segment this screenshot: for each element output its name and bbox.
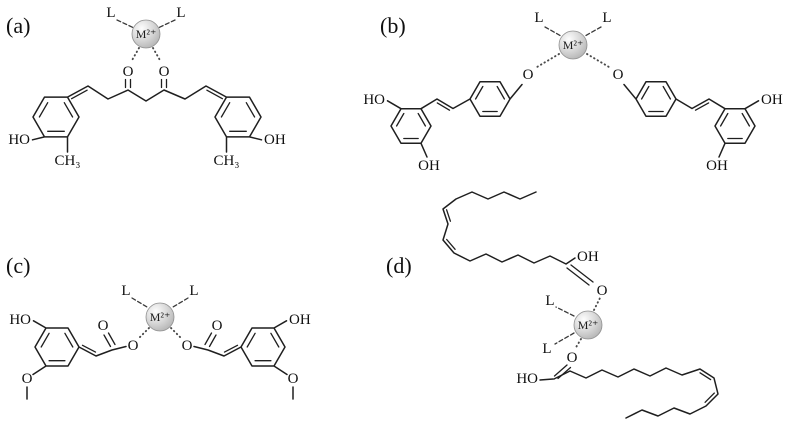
ligand-label: L xyxy=(602,10,611,26)
hydroxyl-label: OH xyxy=(706,158,728,174)
carbonyl-oxygen-label: O xyxy=(567,350,578,366)
panel-b: (b) M²⁺ L L O O HO OH OH OH xyxy=(363,10,783,174)
metal-sphere xyxy=(558,30,588,60)
panel-a-label: (a) xyxy=(6,13,30,38)
ligand-label: L xyxy=(121,283,130,299)
metal-oxygen-coordination xyxy=(138,327,182,339)
fatty-acid-skeleton-bonds xyxy=(442,191,719,419)
panel-d-label: (d) xyxy=(386,253,412,278)
curcumin-double-bonds xyxy=(38,78,256,132)
panel-a: (a) M²⁺ L L O O HO OH CH₃ CH₃ xyxy=(6,5,286,169)
oxygen-label: O xyxy=(613,67,624,83)
metal-ligand-bonds xyxy=(131,297,189,308)
ligand-label: L xyxy=(106,5,115,21)
resveratrol-double-bonds xyxy=(395,85,751,140)
ligand-label: L xyxy=(545,293,554,309)
methyl-label: CH₃ xyxy=(213,153,239,169)
hydroxyl-label: OH xyxy=(577,249,599,265)
oxygen-label: O xyxy=(159,64,170,80)
methyl-label: CH₃ xyxy=(54,153,80,169)
ether-oxygen-label: O xyxy=(22,371,33,387)
metal-ligand-bonds xyxy=(544,26,602,37)
ligand-label: L xyxy=(542,341,551,357)
hydroxyl-label: OH xyxy=(289,312,311,328)
hydroxyl-label: HO xyxy=(363,92,385,108)
oxygen-label: O xyxy=(123,64,134,80)
carbonyl-oxygen-label: O xyxy=(98,318,109,334)
oxygen-label: O xyxy=(523,67,534,83)
curcumin-skeleton-bonds xyxy=(31,85,263,153)
panel-b-label: (b) xyxy=(380,13,406,38)
metal-label: M²⁺ xyxy=(136,27,157,41)
hydroxyl-label: OH xyxy=(761,92,783,108)
cinnamate-skeleton-bonds xyxy=(26,320,294,400)
resveratrol-skeleton-bonds xyxy=(386,80,760,158)
fatty-acid-double-bonds xyxy=(445,209,715,403)
cinnamate-double-bonds xyxy=(40,332,280,362)
ligand-label: L xyxy=(189,283,198,299)
metal-label: M²⁺ xyxy=(150,310,171,324)
metal-sphere xyxy=(145,302,175,332)
oxygen-label: O xyxy=(128,338,139,354)
metal-sphere xyxy=(573,310,603,340)
ligand-label: L xyxy=(176,5,185,21)
panel-c: (c) M²⁺ L L O O O O HO OH O O xyxy=(6,253,311,400)
hydroxyl-label: HO xyxy=(516,371,538,387)
metal-label: M²⁺ xyxy=(578,318,599,332)
metal-label: M²⁺ xyxy=(563,38,584,52)
metal-oxygen-coordination xyxy=(130,47,162,63)
panel-c-label: (c) xyxy=(6,253,30,278)
carbonyl-oxygen-label: O xyxy=(212,318,223,334)
metal-oxygen-coordination xyxy=(536,53,610,68)
ligand-label: L xyxy=(534,10,543,26)
panel-d: (d) M²⁺ L L OH O HO O xyxy=(386,191,719,419)
hydroxyl-label: OH xyxy=(418,158,440,174)
carbonyl-oxygen-label: O xyxy=(597,283,608,299)
ether-oxygen-label: O xyxy=(288,371,299,387)
hydroxyl-label: OH xyxy=(264,132,286,148)
metal-ligand-bonds xyxy=(554,306,575,345)
metal-ligand-bonds xyxy=(116,19,176,29)
hydroxyl-label: HO xyxy=(8,132,30,148)
metal-sphere xyxy=(131,19,161,49)
oxygen-label: O xyxy=(182,338,193,354)
hydroxyl-label: HO xyxy=(9,312,31,328)
